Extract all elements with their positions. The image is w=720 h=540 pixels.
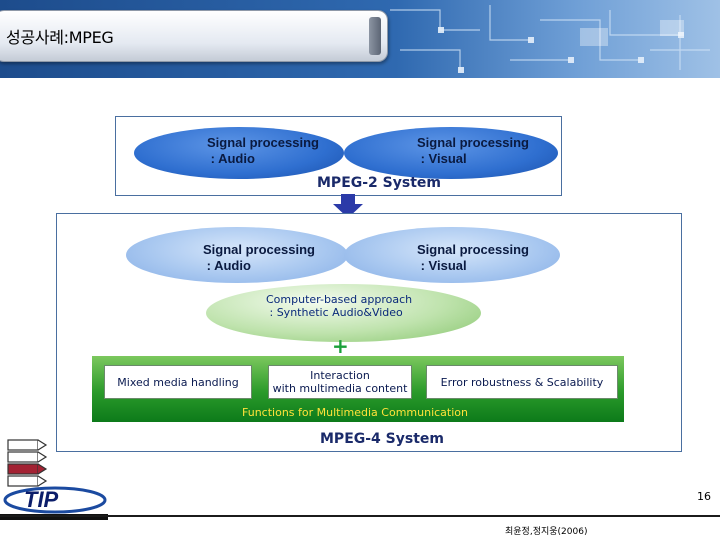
mpeg2-audio-label: Signal processing : Audio (207, 135, 319, 166)
title-box (0, 10, 388, 62)
computer-based-ellipse (206, 284, 481, 342)
mpeg2-visual-label: Signal processing : Visual (417, 135, 529, 166)
title-tab (369, 17, 381, 55)
mpeg2-visual-ellipse (344, 127, 558, 179)
computer-based-label: Computer-based approach : Synthetic Audi… (266, 293, 413, 319)
mpeg4-visual-label: Signal processing : Visual (417, 242, 529, 273)
logo-caption-strip (0, 514, 108, 520)
mpeg4-visual-ellipse (344, 227, 560, 283)
svg-text:TIP: TIP (24, 487, 59, 512)
down-arrow-icon (333, 194, 363, 218)
mpeg4-audio-label: Signal processing : Audio (203, 242, 315, 273)
circuit-pattern-icon (390, 5, 710, 73)
page-number: 16 (697, 490, 711, 503)
mpeg2-audio-ellipse (134, 127, 344, 179)
mpeg4-audio-ellipse (126, 227, 348, 283)
interaction-box: Interaction with multimedia content (268, 365, 412, 399)
page-title: 성공사례:MPEG (6, 28, 114, 47)
mpeg4-system-label: MPEG-4 System (320, 431, 444, 447)
footer-divider (0, 515, 720, 517)
functions-label: Functions for Multimedia Communication (242, 406, 468, 419)
tip-logo-icon: TIP (3, 439, 107, 514)
plus-icon: + (332, 334, 349, 358)
mixed-media-box: Mixed media handling (104, 365, 252, 399)
footer-credit: 최윤정,정지웅(2006) (505, 527, 588, 537)
error-robustness-box: Error robustness & Scalability (426, 365, 618, 399)
mpeg2-system-label: MPEG-2 System (317, 175, 441, 191)
slide-header: 성공사례:MPEG (0, 0, 720, 78)
